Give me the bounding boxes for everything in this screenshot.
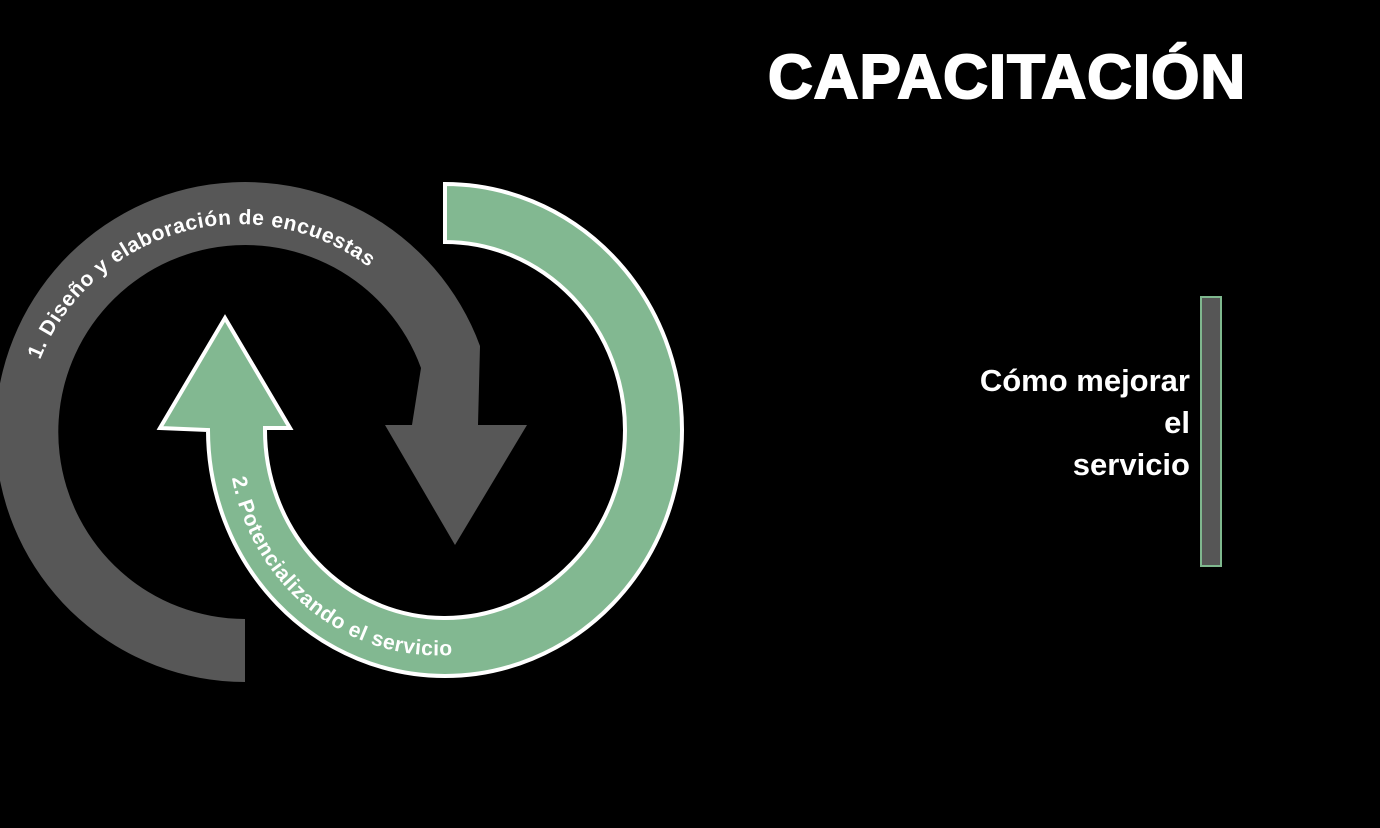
side-bar — [1200, 296, 1222, 567]
step1-arrow — [0, 182, 527, 682]
cycle-diagram: 1. Diseño y elaboración de encuestas 2. … — [0, 181, 684, 682]
side-label: Cómo mejorar el servicio — [930, 360, 1190, 486]
side-label-line-2: el — [1164, 405, 1190, 440]
step2-arrow — [156, 181, 684, 678]
step1-arrow-shape — [0, 182, 527, 682]
side-label-line-3: servicio — [1072, 447, 1190, 482]
page-title: CAPACITACIÓN — [767, 42, 1247, 113]
side-label-line-1: Cómo mejorar — [979, 363, 1190, 398]
step2-arrow-shape — [156, 181, 684, 678]
